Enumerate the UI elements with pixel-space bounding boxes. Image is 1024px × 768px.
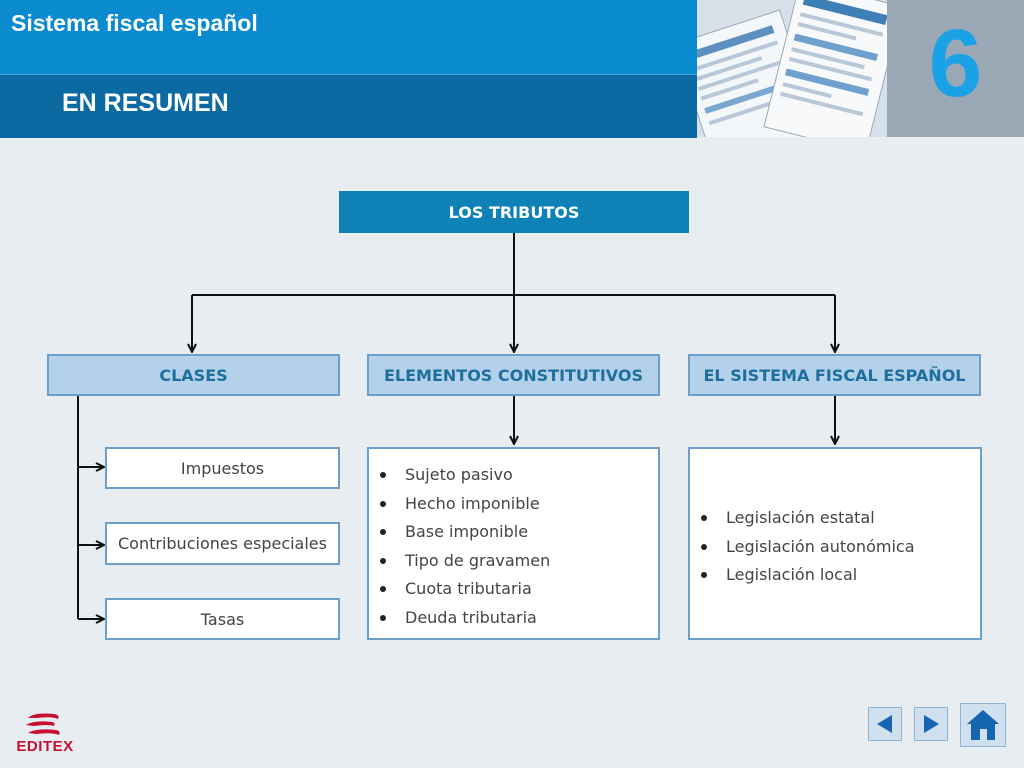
list-item: Tipo de gravamen (369, 547, 658, 576)
section-bar: EN RESUMEN (0, 74, 697, 138)
clase-item: Contribuciones especiales (105, 522, 340, 565)
clase-item: Tasas (105, 598, 340, 640)
editex-logo: EDITEX (10, 712, 80, 758)
elementos-list-box: Sujeto pasivo Hecho imponible Base impon… (367, 447, 660, 640)
list-item: Base imponible (369, 518, 658, 547)
list-item: Legislación autonómica (690, 533, 980, 562)
category-elementos: ELEMENTOS CONSTITUTIVOS (367, 354, 660, 396)
elementos-list: Sujeto pasivo Hecho imponible Base impon… (369, 461, 658, 632)
list-item: Legislación estatal (690, 504, 980, 533)
section-title: EN RESUMEN (62, 89, 229, 117)
list-item: Sujeto pasivo (369, 461, 658, 490)
category-clases: CLASES (47, 354, 340, 396)
category-sistema-fiscal: EL SISTEMA FISCAL ESPAÑOL (688, 354, 981, 396)
list-item: Deuda tributaria (369, 604, 658, 633)
sistema-fiscal-list-box: Legislación estatal Legislación autonómi… (688, 447, 982, 640)
editex-logo-mark-icon (26, 713, 60, 735)
list-item: Legislación local (690, 561, 980, 590)
header-bar: Sistema fiscal español (0, 0, 697, 74)
clase-item: Impuestos (105, 447, 340, 489)
triangle-left-icon (877, 715, 892, 733)
editex-logo-text: EDITEX (16, 738, 74, 755)
home-button[interactable] (960, 703, 1006, 747)
next-button[interactable] (914, 707, 948, 741)
home-icon (967, 710, 999, 740)
sistema-fiscal-list: Legislación estatal Legislación autonómi… (690, 504, 980, 590)
app-title: Sistema fiscal español (11, 10, 258, 36)
chapter-number: 6 (928, 10, 983, 117)
root-node: LOS TRIBUTOS (339, 191, 689, 233)
prev-button[interactable] (868, 707, 902, 741)
list-item: Cuota tributaria (369, 575, 658, 604)
chapter-box: 6 (887, 0, 1024, 137)
list-item: Hecho imponible (369, 490, 658, 519)
triangle-right-icon (924, 715, 939, 733)
tax-forms-image (697, 0, 887, 137)
